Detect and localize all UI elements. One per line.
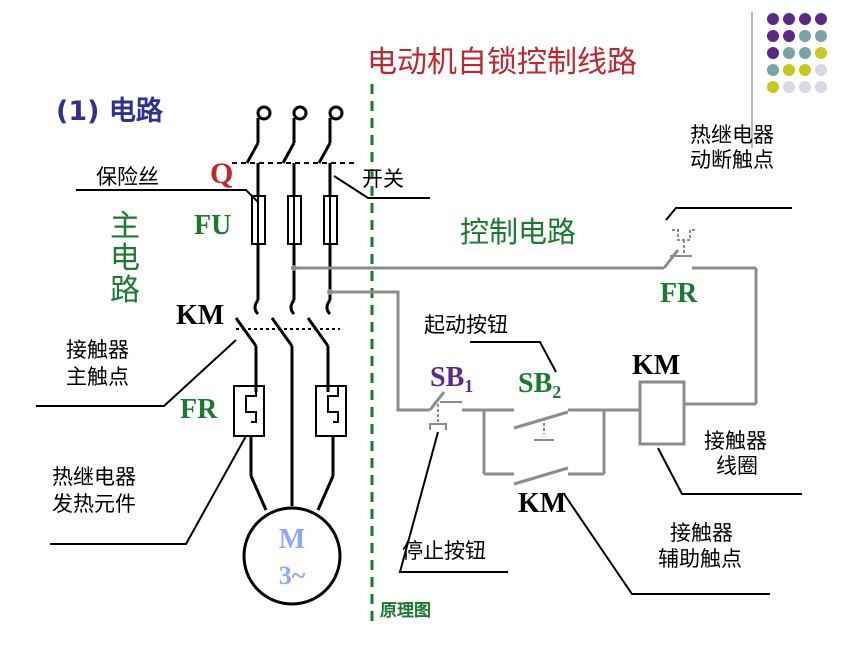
page-title: 电动机自锁控制线路 <box>367 45 637 80</box>
leader-fuse <box>76 189 259 203</box>
heater-element-2 <box>315 385 347 437</box>
label-main-circuit-3: 路 <box>110 273 140 308</box>
leader-coil <box>657 447 802 495</box>
label-main-circuit-2: 电 <box>110 241 140 276</box>
label-km-aux: KM <box>518 488 566 519</box>
leader-main-contact <box>36 339 237 407</box>
decor-dot <box>799 64 811 76</box>
label-overload-contact-1: 热继电器 <box>690 123 774 147</box>
ctrl-wire-left <box>330 290 430 412</box>
decor-dot <box>783 81 795 93</box>
label-heater-2: 发热元件 <box>52 492 136 516</box>
label-km-coil: KM <box>632 350 680 381</box>
decor-dot <box>767 30 779 42</box>
terminal-l3 <box>328 105 344 121</box>
sb1-button <box>429 423 447 430</box>
leader-aux <box>563 493 770 595</box>
label-contactor-main-2: 主触点 <box>66 365 129 389</box>
decor-dot <box>815 64 827 76</box>
km-contact-blade <box>234 317 258 347</box>
decor-dot <box>815 81 827 93</box>
label-aux-contact-1: 接触器 <box>670 521 733 545</box>
label-q: Q <box>210 157 233 190</box>
label-coil-2: 线圈 <box>716 454 758 478</box>
km-hook <box>325 299 332 316</box>
label-main-circuit-1: 主 <box>110 209 140 244</box>
decor-dot <box>767 81 779 93</box>
label-sb1: SB1 <box>430 362 473 396</box>
wire <box>249 475 268 511</box>
decor-dot <box>783 30 795 42</box>
km-aux-blade <box>513 466 569 486</box>
decor-dot <box>783 64 795 76</box>
fr-nc-actuator <box>672 229 696 241</box>
label-heater-1: 热继电器 <box>52 465 136 489</box>
leader-stop <box>398 431 508 573</box>
motor-circle <box>242 506 342 606</box>
decor-dot <box>815 30 827 42</box>
label-overload-contact-2: 动断触点 <box>690 148 774 172</box>
decor-dot <box>799 47 811 59</box>
sb1-blade <box>428 391 446 411</box>
label-switch: 开关 <box>362 167 404 191</box>
leader-lines <box>36 175 802 595</box>
km-coil-box <box>638 380 686 446</box>
labels: 保险丝 开关 Q FU 主 电 路 KM 接触器 主触点 FR 热继电器 发热元… <box>52 123 774 621</box>
km-hook <box>289 299 296 316</box>
decor-dot <box>815 47 827 59</box>
wire <box>316 475 335 511</box>
label-start-button: 起动按钮 <box>424 313 508 337</box>
label-sb2: SB2 <box>518 368 561 402</box>
control-circuit <box>294 229 758 486</box>
fr-nc-blade <box>662 249 680 269</box>
label-motor-m: M <box>279 524 305 555</box>
label-stop-button: 停止按钮 <box>402 539 486 563</box>
decor-dot <box>767 13 779 25</box>
leader-fr-contact <box>665 207 792 221</box>
decor-dot <box>767 64 779 76</box>
label-fuse: 保险丝 <box>96 165 159 189</box>
km-hook <box>253 299 260 316</box>
decor-dot <box>783 13 795 25</box>
km-contact-blade <box>270 317 294 347</box>
section-heading: (1) 电路 <box>56 95 164 127</box>
label-fr-left: FR <box>180 394 218 425</box>
switch-blade <box>317 142 332 164</box>
dot-grid <box>767 13 827 93</box>
heater-zigzag <box>245 386 257 423</box>
decor-dot <box>783 47 795 59</box>
label-coil-1: 接触器 <box>704 429 767 453</box>
main-circuit <box>232 105 355 606</box>
leader-heater <box>50 435 247 545</box>
heater-element-1 <box>233 385 265 437</box>
decor-dot <box>799 30 811 42</box>
leader-switch <box>333 175 430 199</box>
decor-dot <box>767 47 779 59</box>
label-km-main: KM <box>176 300 224 331</box>
heater-zigzag <box>327 386 339 423</box>
label-motor-phase: 3~ <box>279 561 306 590</box>
label-contactor-main-1: 接触器 <box>66 338 129 362</box>
label-aux-contact-2: 辅助触点 <box>658 547 742 571</box>
label-fr-right: FR <box>660 278 698 309</box>
leader-start <box>470 341 557 373</box>
label-fu: FU <box>194 210 231 241</box>
terminal-l1 <box>256 105 272 121</box>
decor-dot <box>799 81 811 93</box>
sb2-blade <box>513 410 569 430</box>
terminal-l2 <box>292 105 308 121</box>
decor-dot <box>799 13 811 25</box>
switch-blade <box>245 142 260 164</box>
label-schematic: 原理图 <box>380 601 431 621</box>
decoration <box>751 12 827 148</box>
km-contact-blade <box>306 317 330 347</box>
label-control-circuit: 控制电路 <box>460 215 576 249</box>
decor-dot <box>815 13 827 25</box>
switch-blade <box>281 142 296 164</box>
